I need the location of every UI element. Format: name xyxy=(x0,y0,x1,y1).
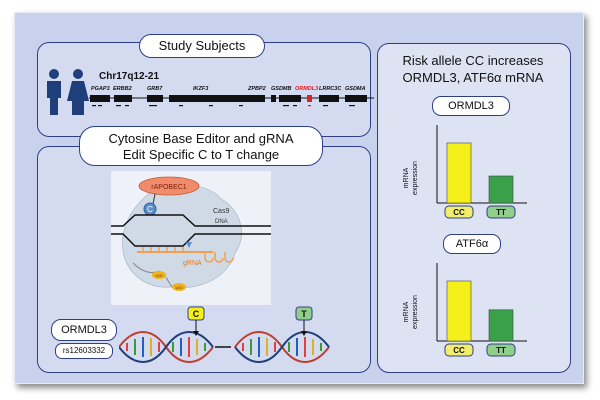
chart1-ylabel-line1: mRNA xyxy=(403,167,410,189)
gene-label-gsdmb: GSDMB xyxy=(271,86,292,92)
chart1-title: ORMDL3 xyxy=(432,96,510,116)
gene-label-zpbp2: ZPBP2 xyxy=(248,86,266,92)
figure-frame: Study Subjects Chr17q12-21 PGAP3 ERBB2 G… xyxy=(14,12,584,384)
ugi-shape-1 xyxy=(152,271,166,279)
rapobec1-shape xyxy=(138,176,200,196)
gene-label-erbb2: ERBB2 xyxy=(113,86,132,92)
allele-t-label: T xyxy=(301,309,307,319)
cas9-label: Cas9 xyxy=(213,208,229,215)
atf6a-bar-chart: CC TT xyxy=(436,263,527,357)
base-editor-title-line2: Edit Specific C to T change xyxy=(122,147,280,162)
category-badge-tt xyxy=(486,343,516,357)
study-subjects-title: Study Subjects xyxy=(139,34,265,58)
helix-left xyxy=(119,331,214,363)
bar-tt xyxy=(488,309,514,342)
category-label-tt: TT xyxy=(496,346,506,355)
cas9-shape xyxy=(122,184,242,289)
risk-title-line2: ORMDL3, ATF6α mRNA xyxy=(402,70,544,85)
gene-map xyxy=(89,95,374,107)
allele-c-label: C xyxy=(193,309,200,319)
category-badge-cc xyxy=(444,205,474,219)
gene-label-grb7: GRB7 xyxy=(147,86,163,92)
bar-tt xyxy=(488,175,514,204)
risk-title-line1: Risk allele CC increases xyxy=(402,53,544,68)
base-editor-title: Cytosine Base Editor and gRNA Edit Speci… xyxy=(79,126,323,166)
chart2-ylabel-line1: mRNA xyxy=(403,301,410,323)
snp-label: rs12603332 xyxy=(55,343,113,359)
category-label-cc: CC xyxy=(453,208,465,217)
ugi-label-2: UGI xyxy=(175,285,182,290)
bar-cc xyxy=(446,142,472,204)
gene-label-ormdl3: ORMDL3 xyxy=(295,86,319,92)
dna-bottom-strand xyxy=(111,233,271,247)
c-base-label: C xyxy=(147,205,153,214)
base-editor-title-line1: Cytosine Base Editor and gRNA xyxy=(108,131,294,146)
dna-label: DNA xyxy=(215,219,228,225)
ugi-shape-2 xyxy=(172,283,186,291)
ormdl3-bar-chart: CC TT xyxy=(436,125,527,219)
ugi-label-1: UGI xyxy=(155,273,162,278)
nick-marker xyxy=(186,242,192,248)
gene-label-ikzf3: IKZF3 xyxy=(193,86,209,92)
ormdl3-label: ORMDL3 xyxy=(51,319,117,341)
helix-right xyxy=(234,331,330,363)
category-label-tt: TT xyxy=(496,208,506,217)
category-badge-cc xyxy=(444,343,474,357)
chart2-title: ATF6α xyxy=(443,234,501,254)
grna-loops xyxy=(204,252,234,263)
category-label-cc: CC xyxy=(453,346,465,355)
base-editor-mechanism: rAPOBEC1 C Cas9 DNA gRNA UGI UGI xyxy=(111,171,271,305)
gene-label-pgap3: PGAP3 xyxy=(91,86,110,92)
female-person-icon xyxy=(67,69,89,115)
chart2-ylabel-line2: expression xyxy=(412,295,419,329)
rapobec1-label: rAPOBEC1 xyxy=(151,184,187,191)
dna-top-strand xyxy=(111,214,271,227)
grna-label: gRNA xyxy=(183,260,202,267)
chromosome-label: Chr17q12-21 xyxy=(99,71,160,82)
dna-helix-figure: C T xyxy=(119,306,330,363)
male-person-icon xyxy=(47,69,61,115)
bar-cc xyxy=(446,280,472,342)
category-badge-tt xyxy=(486,205,516,219)
gene-label-lrrc3c: LRRC3C xyxy=(319,86,342,92)
gene-label-gsdma: GSDMA xyxy=(345,86,366,92)
people-icons xyxy=(47,69,89,115)
chart1-ylabel-line2: expression xyxy=(412,161,419,195)
